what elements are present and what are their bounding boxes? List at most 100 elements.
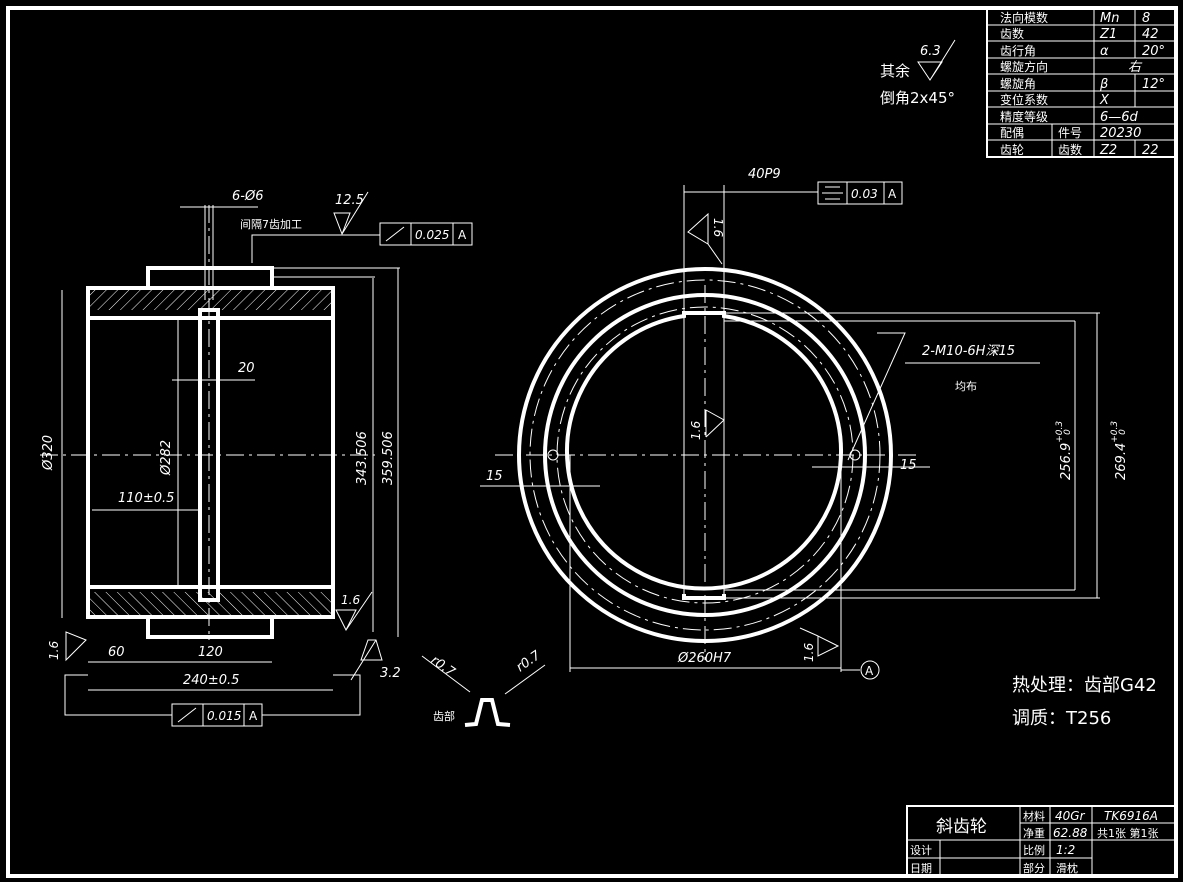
tooth-label: 齿部: [433, 709, 455, 723]
radius-label: r0.7: [514, 648, 545, 676]
sheet-count: 共1张 第1张: [1097, 826, 1159, 840]
param-value: 12°: [1142, 77, 1165, 92]
bore-dim: Ø260H7: [677, 651, 732, 666]
roughness-value: 1.6: [341, 593, 360, 607]
thread-distribution-note: 均布: [955, 380, 977, 393]
param-symbol: 右: [1128, 60, 1143, 75]
part-name: 斜齿轮: [936, 817, 987, 837]
roughness-symbol-icon: [687, 212, 723, 265]
holes-label: 6-Ø6: [232, 189, 263, 204]
dim-120: 120: [198, 645, 223, 660]
weight: 62.88: [1053, 826, 1088, 840]
dim-256-9: 256.9+0.30: [1055, 421, 1074, 480]
mate-label: 配偶: [1000, 126, 1024, 140]
param-symbol: X: [1099, 93, 1110, 108]
roughness-symbol-icon: [335, 591, 373, 632]
date-label: 日期: [910, 862, 932, 875]
datum-ref: A: [458, 228, 467, 242]
drawing-number: TK6916A: [1104, 809, 1158, 823]
part-no-label: 件号: [1058, 126, 1082, 140]
dim-359: 359.506: [381, 431, 396, 485]
dim-20: 20: [238, 361, 255, 376]
runout-tolerance-frame-top: 0.025 A: [379, 222, 473, 246]
roughness-symbol-icon: [705, 409, 725, 438]
roughness-symbol-icon: [350, 639, 383, 681]
datum-a-label: A: [865, 664, 874, 678]
param-label: 变位系数: [1000, 92, 1048, 107]
scale: 1:2: [1056, 843, 1075, 857]
weight-label: 净重: [1023, 826, 1045, 840]
dept-label: 部分: [1023, 861, 1045, 875]
radius-label: r0.7: [428, 653, 459, 681]
roughness-value: 3.2: [380, 666, 401, 681]
heat-treatment-note: 热处理：齿部G42: [1012, 675, 1157, 696]
param-value: 22: [1142, 143, 1159, 158]
dim-282: Ø282: [159, 440, 174, 476]
param-label: 螺旋方向: [1000, 59, 1048, 74]
dim-343: 343.506: [355, 431, 370, 485]
datum-ref: A: [888, 187, 897, 201]
param-value: 8: [1142, 11, 1150, 26]
title-block: 斜齿轮 材料 40Gr TK6916A 净重 62.88 共1张 第1张 设计 …: [906, 805, 1176, 877]
drawing-border: [6, 6, 1178, 878]
roughness-value: 1.6: [711, 218, 725, 237]
tooth-profile-detail: r0.7 r0.7 齿部: [421, 648, 546, 727]
datum-a-marker: [860, 660, 880, 680]
param-symbol: 6—6d: [1100, 110, 1139, 125]
datum-ref: A: [249, 709, 258, 723]
mate-label: 齿轮: [1000, 143, 1024, 157]
param-label: 精度等级: [1000, 109, 1048, 124]
runout-arrow-icon: [177, 707, 197, 723]
dim-240: 240±0.5: [183, 673, 239, 688]
teeth-label: 齿数: [1058, 142, 1082, 157]
dept: 滑枕: [1056, 861, 1078, 875]
holes-note: 间隔7齿加工: [240, 218, 302, 231]
param-label: 齿行角: [1000, 44, 1036, 58]
symmetry-icon: [822, 186, 843, 200]
tolerance-value: 0.025: [415, 228, 449, 242]
rest-roughness: 6.3: [920, 44, 941, 59]
section-view: 6-Ø6 间隔7齿加工 12.5 0.025 A 20 Ø320 Ø282 11…: [40, 189, 473, 727]
rest-label: 其余: [880, 62, 910, 80]
param-symbol: Z1: [1099, 27, 1117, 42]
roughness-value: 1.6: [47, 641, 61, 660]
tolerance-value: 0.015: [207, 709, 241, 723]
dim-60: 60: [108, 645, 125, 660]
chamfer-note: 倒角2x45°: [880, 89, 955, 107]
roughness-symbol-icon: [799, 627, 840, 657]
quenching-note: 调质：T256: [1012, 708, 1111, 729]
param-value: 42: [1142, 27, 1159, 42]
runout-arrow-icon: [385, 226, 405, 242]
design-label: 设计: [910, 844, 932, 857]
dim-269-4: 269.4+0.30: [1110, 421, 1129, 480]
dim-15-right: 15: [900, 458, 917, 473]
roughness-value: 1.6: [802, 643, 816, 662]
param-label: 螺旋角: [1000, 77, 1036, 91]
tolerance-value: 0.03: [851, 187, 878, 201]
thread-note: 2-M10-6H深15: [922, 344, 1015, 359]
roughness-symbol-icon: [333, 191, 369, 236]
param-label: 齿数: [1000, 26, 1024, 41]
symmetry-tolerance-frame: 0.03 A: [817, 181, 903, 205]
material-label: 材料: [1023, 809, 1045, 823]
roughness-symbol-icon: [917, 39, 956, 81]
roughness-value: 12.5: [335, 193, 364, 208]
gear-params-table: 法向模数 齿数 齿行角 螺旋方向 螺旋角 变位系数 精度等级 配偶 齿轮 件号 …: [986, 8, 1176, 158]
scale-label: 比例: [1023, 843, 1045, 857]
param-value: 20°: [1142, 44, 1165, 59]
part-no: 20230: [1100, 126, 1141, 141]
dim-320: Ø320: [41, 435, 56, 471]
param-symbol: Mn: [1100, 11, 1119, 26]
param-label: 法向模数: [1000, 10, 1048, 25]
front-view: 40P9 0.03 A 1.6 1.6 2-M10-6H深15 均布 15 15…: [480, 167, 1129, 680]
keyway-dim: 40P9: [748, 167, 781, 182]
roughness-symbol-icon: [65, 631, 87, 662]
dim-15-left: 15: [486, 469, 503, 484]
param-symbol: β: [1099, 77, 1108, 92]
roughness-value: 1.6: [689, 421, 703, 440]
param-symbol: Z2: [1099, 143, 1117, 158]
general-notes: 其余 6.3 倒角2x45°: [880, 39, 956, 107]
material: 40Gr: [1055, 809, 1086, 823]
dim-110: 110±0.5: [118, 491, 174, 506]
